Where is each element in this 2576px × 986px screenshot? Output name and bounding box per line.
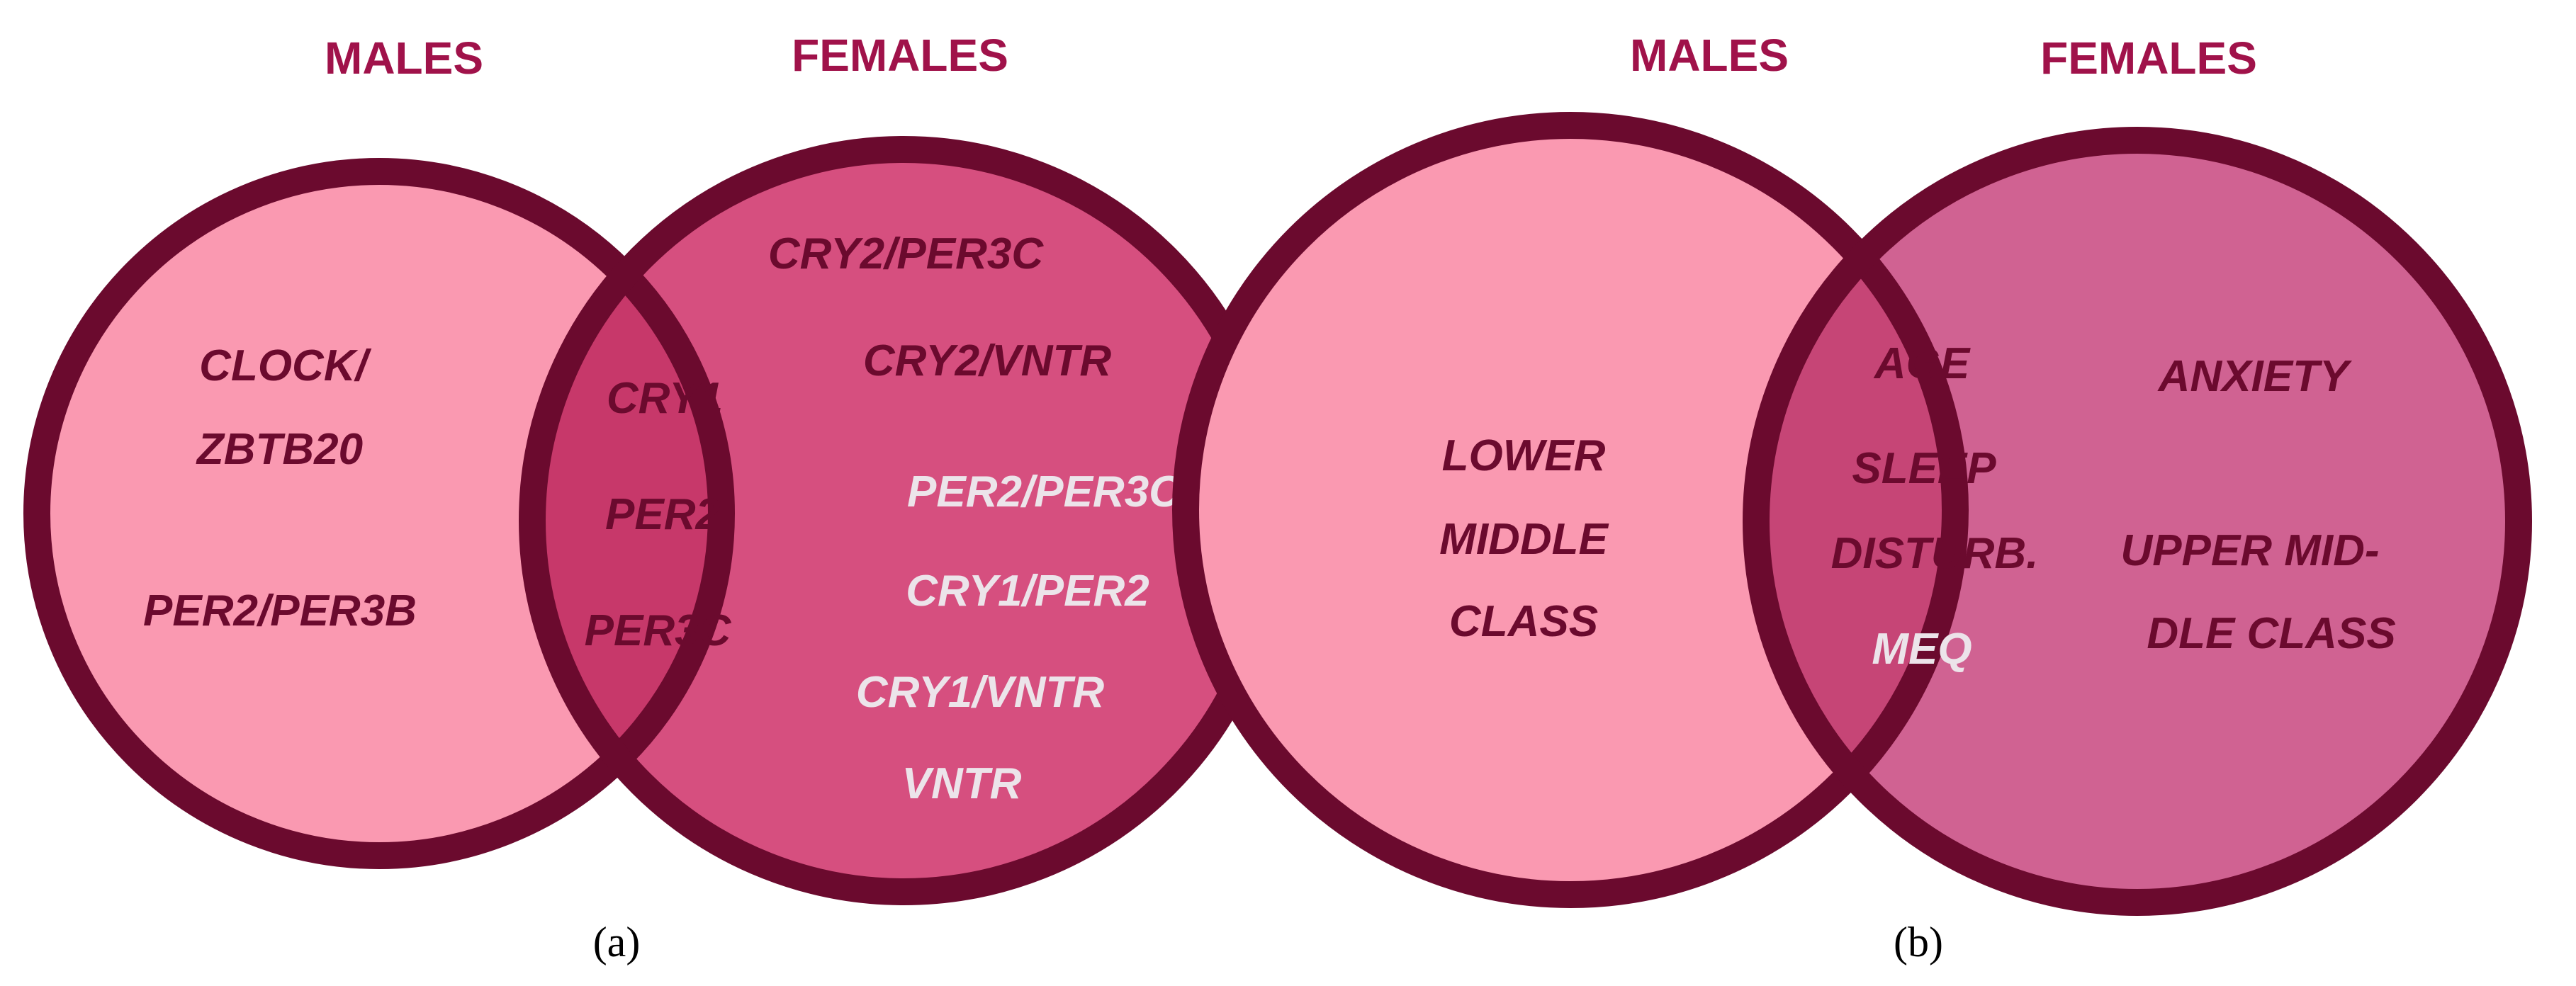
diagram-a-item-cry1-vntr: CRY1/VNTR [856,668,1104,717]
diagram-a-caption: (a) [593,919,641,965]
diagram-a-females-only-items: CRY2/PER3C CRY2/VNTR PER2/PER3C CRY1/PER… [768,230,1181,808]
diagram-b-males-outline [1172,112,1969,908]
diagram-a-males-only-items: CLOCK/ ZBTB20 PER2/PER3B [143,341,417,635]
diagram-b-item-anxiety: ANXIETY [2157,352,2353,401]
diagram-a-females-circle [532,149,1275,892]
diagram-b-item-middle: MIDDLE [1439,515,1609,564]
diagram-a-item-cry2-vntr: CRY2/VNTR [863,336,1111,385]
diagram-a-item-vntr: VNTR [902,759,1022,808]
diagram-a-item-cry1: CRY1 [607,374,723,423]
diagram-b-item-dle-class: DLE CLASS [2147,609,2395,658]
diagram-a-item-per2-per3b: PER2/PER3B [143,586,417,635]
diagram-b-item-meq: MEQ [1872,625,1972,674]
diagram-b-item-sleep: SLEEP [1852,444,1996,493]
diagram-b-males-circle [1186,125,1955,895]
diagram-a-item-clock: CLOCK/ [199,341,371,390]
diagram-a-item-per2-per3c: PER2/PER3C [907,468,1181,516]
diagram-b-item-upper-mid: UPPER MID- [2120,526,2379,575]
diagram-a-item-cry2-per3c: CRY2/PER3C [768,230,1044,278]
diagram-a-item-zbtb20: ZBTB20 [196,425,363,474]
venn-diagram-b: MALES FEMALES LOWER MIDDLE CLASS AGE SLEEP DI… [1172,30,2532,965]
diagram-b-females-heading: FEMALES [2040,33,2257,84]
diagram-b-item-lower: LOWER [1442,431,1606,480]
diagram-b-males-heading: MALES [1630,30,1789,81]
diagram-a-shared-items: CRY1 PER2 PER3C [585,374,732,655]
diagram-a-males-outline [23,158,735,869]
diagram-b-caption: (b) [1894,919,1943,965]
diagram-a-item-cry1-per2: CRY1/PER2 [906,567,1149,616]
diagram-a-males-heading: MALES [325,33,483,84]
venn-diagram-a: MALES FEMALES CLOCK/ ZBTB20 PER2/PER3B C… [23,30,1288,965]
diagram-a-males-circle [37,171,721,856]
diagram-a-females-heading: FEMALES [792,30,1008,81]
diagram-b-item-disturb: DISTURB. [1831,529,2039,578]
diagram-b-item-age: AGE [1873,339,1971,388]
diagram-b-females-circle [1756,140,2519,902]
diagram-b-item-class: CLASS [1449,597,1598,646]
diagram-a-item-per2: PER2 [605,490,720,539]
diagram-a-item-per3c: PER3C [585,606,732,655]
diagram-b-females-outline [1743,127,2532,916]
